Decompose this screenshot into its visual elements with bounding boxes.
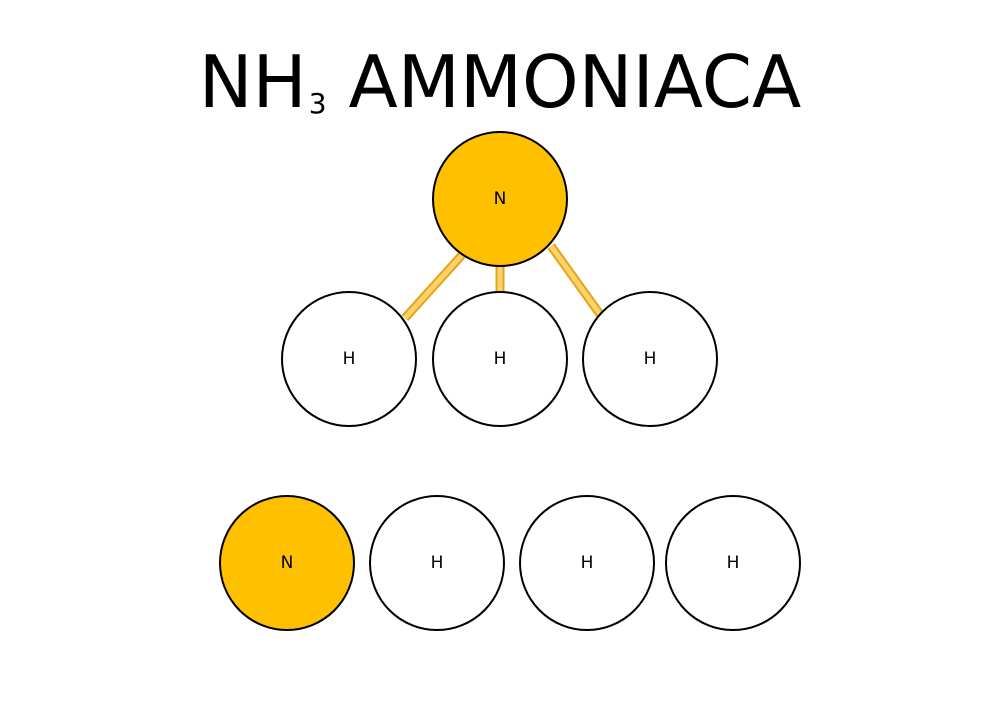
loose-hydrogen-atom-2[interactable]: H (519, 495, 655, 631)
molecule-nitrogen-atom[interactable]: N (432, 131, 568, 267)
loose-hydrogen-atom-3[interactable]: H (665, 495, 801, 631)
atom-label: N (494, 189, 507, 209)
loose-hydrogen-atom-1[interactable]: H (369, 495, 505, 631)
molecule-hydrogen-atom-2[interactable]: H (432, 291, 568, 427)
title-formula-subscript: 3 (308, 87, 327, 120)
atom-label: H (343, 349, 356, 369)
atom-label: H (727, 553, 740, 573)
molecule-hydrogen-atom-1[interactable]: H (281, 291, 417, 427)
title-compound-name: AMMONIACA (348, 40, 802, 124)
page-title: NH3 AMMONIACA (0, 34, 1000, 152)
title-formula: NH (198, 40, 307, 124)
atom-label: H (431, 553, 444, 573)
molecule-hydrogen-atom-3[interactable]: H (582, 291, 718, 427)
loose-nitrogen-atom[interactable]: N (219, 495, 355, 631)
atom-label: H (581, 553, 594, 573)
bond-left (401, 251, 466, 322)
atom-label: H (494, 349, 507, 369)
bond-right (547, 243, 606, 320)
atom-label: H (644, 349, 657, 369)
atom-label: N (281, 553, 294, 573)
